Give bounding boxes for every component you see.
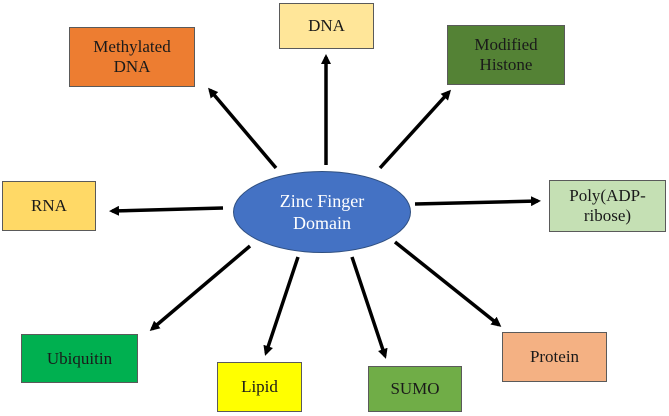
- dna-node: DNA: [279, 3, 374, 49]
- poly-adp-ribose-label-line1: Poly(ADP-: [569, 186, 646, 205]
- center-label-line1: Zinc Finger: [279, 191, 365, 211]
- methylated-dna-node: Methylated DNA: [69, 27, 195, 87]
- arrow-to-rna: [109, 205, 224, 216]
- modified-histone-label-line1: Modified: [474, 35, 538, 54]
- methylated-dna-label-line2: DNA: [113, 57, 151, 76]
- modified-histone-node: Modified Histone: [447, 25, 565, 85]
- arrow-to-modified-histone: [378, 89, 452, 170]
- ubiquitin-label: Ubiquitin: [46, 348, 113, 368]
- arrow-to-methylated-dna: [208, 87, 278, 170]
- rna-node: RNA: [2, 181, 96, 231]
- zinc-finger-domain-node: Zinc Finger Domain: [233, 171, 411, 253]
- arrow-to-lipid: [263, 256, 300, 356]
- poly-adp-ribose-node: Poly(ADP- ribose): [549, 180, 666, 232]
- protein-label: Protein: [529, 347, 580, 366]
- sumo-label: SUMO: [390, 379, 440, 398]
- arrow-to-protein: [393, 240, 502, 327]
- lipid-label: Lipid: [241, 377, 278, 396]
- sumo-node: SUMO: [368, 366, 462, 412]
- arrow-to-poly-adp-ribose: [414, 196, 541, 207]
- center-label-line2: Domain: [292, 213, 351, 233]
- poly-adp-ribose-label-line2: ribose): [583, 206, 632, 225]
- methylated-dna-label-line1: Methylated: [93, 37, 171, 56]
- rna-label: RNA: [31, 196, 67, 215]
- dna-label: DNA: [308, 16, 345, 35]
- arrow-to-sumo: [350, 256, 388, 359]
- arrow-to-ubiquitin: [149, 244, 252, 331]
- modified-histone-label-line2: Histone: [479, 55, 533, 74]
- lipid-node: Lipid: [217, 362, 302, 412]
- ubiquitin-node: Ubiquitin: [21, 334, 138, 383]
- protein-node: Protein: [502, 332, 607, 382]
